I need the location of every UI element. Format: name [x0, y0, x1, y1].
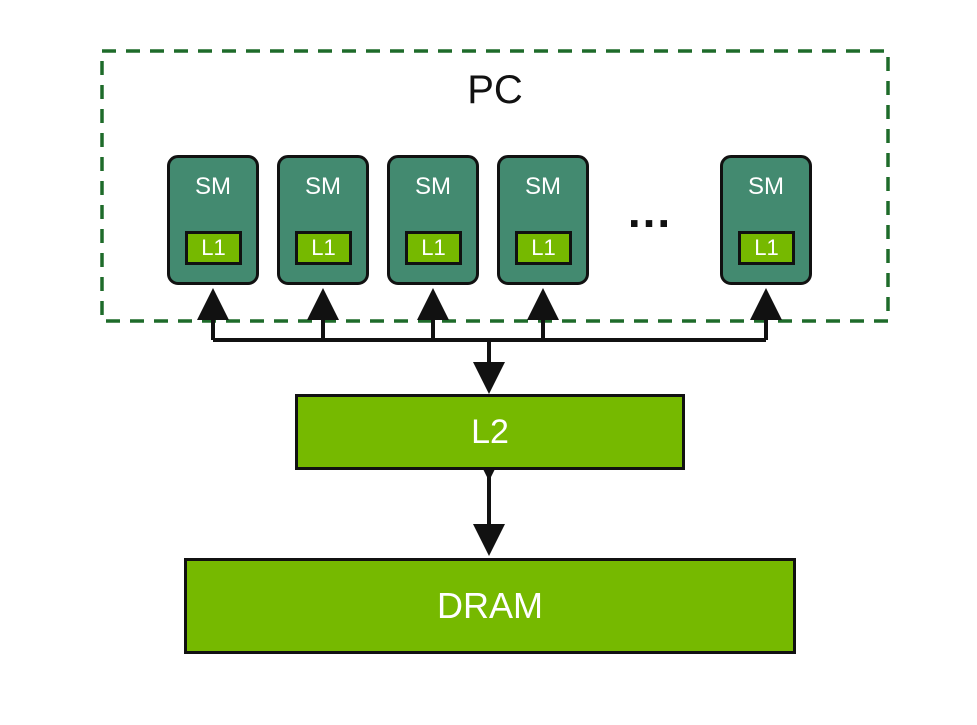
- sm-label: SM: [525, 173, 561, 200]
- dram-block: DRAM: [184, 558, 796, 654]
- l1-cache-box: L1: [185, 231, 242, 265]
- sm-block: SM L1: [167, 155, 259, 285]
- l1-cache-box: L1: [515, 231, 572, 265]
- l1-cache-box: L1: [405, 231, 462, 265]
- l1-cache-box: L1: [738, 231, 795, 265]
- l1-cache-box: L1: [295, 231, 352, 265]
- more-sm-ellipsis: ...: [627, 185, 673, 237]
- sm-label: SM: [415, 173, 451, 200]
- sm-block: SM L1: [387, 155, 479, 285]
- pc-dashed-boundary: [100, 49, 890, 323]
- sm-block: SM L1: [497, 155, 589, 285]
- sm-block: SM L1: [720, 155, 812, 285]
- sm-block: SM L1: [277, 155, 369, 285]
- l2-cache-block: L2: [295, 394, 685, 470]
- sm-label: SM: [748, 173, 784, 200]
- pc-label: PC: [467, 68, 523, 112]
- sm-label: SM: [305, 173, 341, 200]
- sm-label: SM: [195, 173, 231, 200]
